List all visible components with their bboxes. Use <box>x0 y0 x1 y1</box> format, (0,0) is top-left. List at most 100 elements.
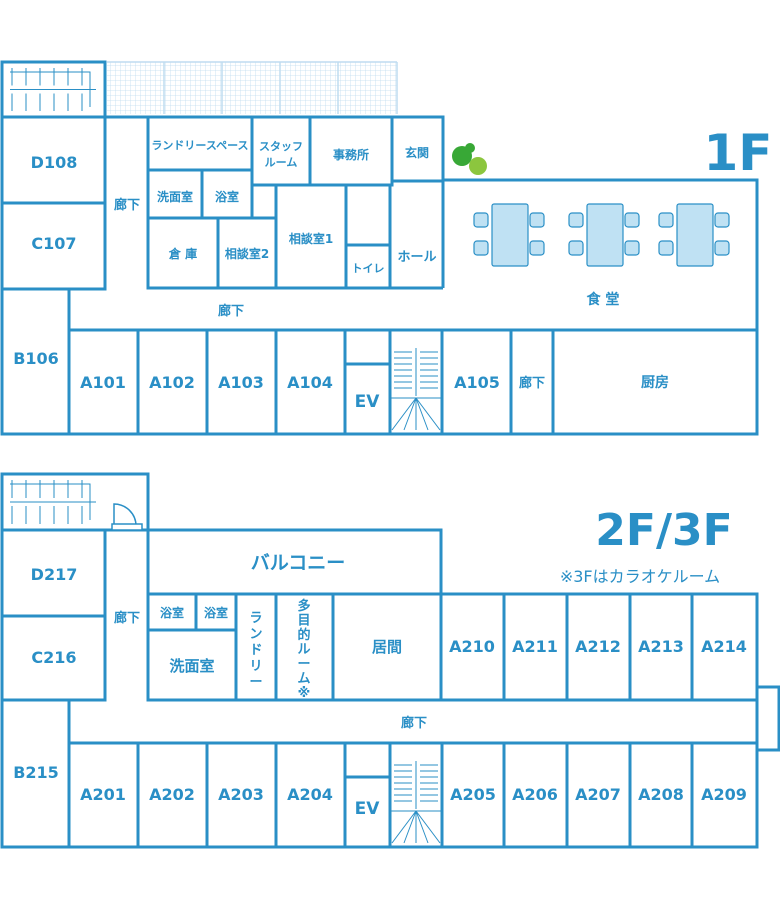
label-c216: C216 <box>31 648 76 667</box>
label-toilet: トイレ <box>352 262 385 275</box>
table-icon <box>491 203 529 267</box>
label-corridor-v-2f: 廊下 <box>114 610 140 626</box>
room-a210[interactable] <box>439 592 506 702</box>
room-c216[interactable] <box>0 614 107 702</box>
label-a213: A213 <box>638 637 684 656</box>
vertical-char: リ <box>249 659 262 674</box>
chair-icon <box>568 240 584 256</box>
label-hall: ホール <box>397 250 436 265</box>
room-storage[interactable] <box>146 216 220 290</box>
label-a207: A207 <box>575 785 621 804</box>
label-dining: 食 堂 <box>587 291 620 308</box>
room-d108[interactable] <box>0 115 107 205</box>
chair-icon <box>568 212 584 228</box>
room-a206[interactable] <box>502 741 569 849</box>
chair-icon <box>658 212 674 228</box>
table-icon <box>676 203 714 267</box>
room-balcony[interactable] <box>146 528 443 596</box>
room-kitchen[interactable] <box>551 328 759 436</box>
label-storage: 倉 庫 <box>168 246 197 261</box>
label-living: 居間 <box>372 638 402 656</box>
room-ev-1f[interactable] <box>343 362 392 436</box>
label-a206: A206 <box>512 785 558 804</box>
label-a208: A208 <box>638 785 684 804</box>
label-washroom-1f: 洗面室 <box>157 189 193 204</box>
room-washroom-2f[interactable] <box>146 628 238 702</box>
vertical-char: ラ <box>249 611 262 626</box>
room-living[interactable] <box>331 592 443 702</box>
room-a208[interactable] <box>628 741 694 849</box>
room-b215[interactable] <box>0 698 71 849</box>
label-d217: D217 <box>31 565 78 584</box>
room-a204[interactable] <box>274 741 347 849</box>
label-b215: B215 <box>13 763 59 782</box>
door-icon <box>111 503 143 531</box>
label-corridor-v-1f: 廊下 <box>114 197 140 213</box>
dining-tables <box>473 203 730 267</box>
vertical-char: ー <box>297 657 310 672</box>
room-bath-1f[interactable] <box>200 168 254 220</box>
room-entrance[interactable] <box>390 115 445 183</box>
label-staff-2: ルーム <box>265 156 298 169</box>
label-corridor-east-1f: 廊下 <box>519 375 545 391</box>
room-a102[interactable] <box>136 328 209 436</box>
room-a203[interactable] <box>205 741 278 849</box>
label-bath-2f-1: 浴室 <box>160 605 184 620</box>
label-a103: A103 <box>218 373 264 392</box>
label-a102: A102 <box>149 373 195 392</box>
room-d217[interactable] <box>0 528 107 618</box>
room-a103[interactable] <box>205 328 278 436</box>
room-a202[interactable] <box>136 741 209 849</box>
plant-icon <box>452 143 487 175</box>
room-consult-2[interactable] <box>216 216 278 290</box>
vertical-char: 目 <box>297 614 310 629</box>
label-bath-1f: 浴室 <box>215 189 239 204</box>
label-ev-2f: EV <box>355 799 381 819</box>
room-a101[interactable] <box>67 328 140 436</box>
room-a212[interactable] <box>565 592 632 702</box>
room-multipurpose[interactable] <box>274 592 335 702</box>
floor-label-2f3f: 2F/3F <box>595 505 732 556</box>
label-b106: B106 <box>13 349 59 368</box>
room-ev-2f[interactable] <box>343 775 392 849</box>
room-a213[interactable] <box>628 592 694 702</box>
vertical-char: ※ <box>298 686 311 701</box>
label-a205: A205 <box>450 785 496 804</box>
label-washroom-2f: 洗面室 <box>169 657 214 675</box>
label-consult-1: 相談室1 <box>289 231 333 246</box>
room-a205[interactable] <box>440 741 506 849</box>
floor-label-1f: 1F <box>704 124 773 182</box>
stair-detail-2f <box>10 480 442 844</box>
chair-icon <box>473 240 489 256</box>
terrace-grid-1f <box>107 62 397 114</box>
label-kitchen: 厨房 <box>641 374 669 391</box>
room-c107[interactable] <box>0 201 107 291</box>
room-a211[interactable] <box>502 592 569 702</box>
room-a105[interactable] <box>440 328 513 436</box>
room-a214[interactable] <box>690 592 759 702</box>
room-a209[interactable] <box>690 741 759 849</box>
room-office[interactable] <box>308 115 394 187</box>
label-a214: A214 <box>701 637 747 656</box>
room-a104[interactable] <box>274 328 347 436</box>
label-a101: A101 <box>80 373 126 392</box>
label-a201: A201 <box>80 785 126 804</box>
label-a104: A104 <box>287 373 333 392</box>
stair-detail-1f <box>10 68 442 431</box>
label-laundry-space: ランドリースペース <box>151 139 248 152</box>
room-staff[interactable] <box>250 115 312 187</box>
label-bath-2f-2: 浴室 <box>204 605 228 620</box>
chair-icon <box>624 212 640 228</box>
label-a105: A105 <box>454 373 500 392</box>
label-c107: C107 <box>31 234 76 253</box>
label-a212: A212 <box>575 637 621 656</box>
label-corridor-h-2f: 廊下 <box>401 715 427 731</box>
label-a209: A209 <box>701 785 747 804</box>
label-ev-1f: EV <box>355 392 381 412</box>
table-icon <box>586 203 624 267</box>
label-a211: A211 <box>512 637 558 656</box>
vertical-char: ン <box>249 627 262 642</box>
